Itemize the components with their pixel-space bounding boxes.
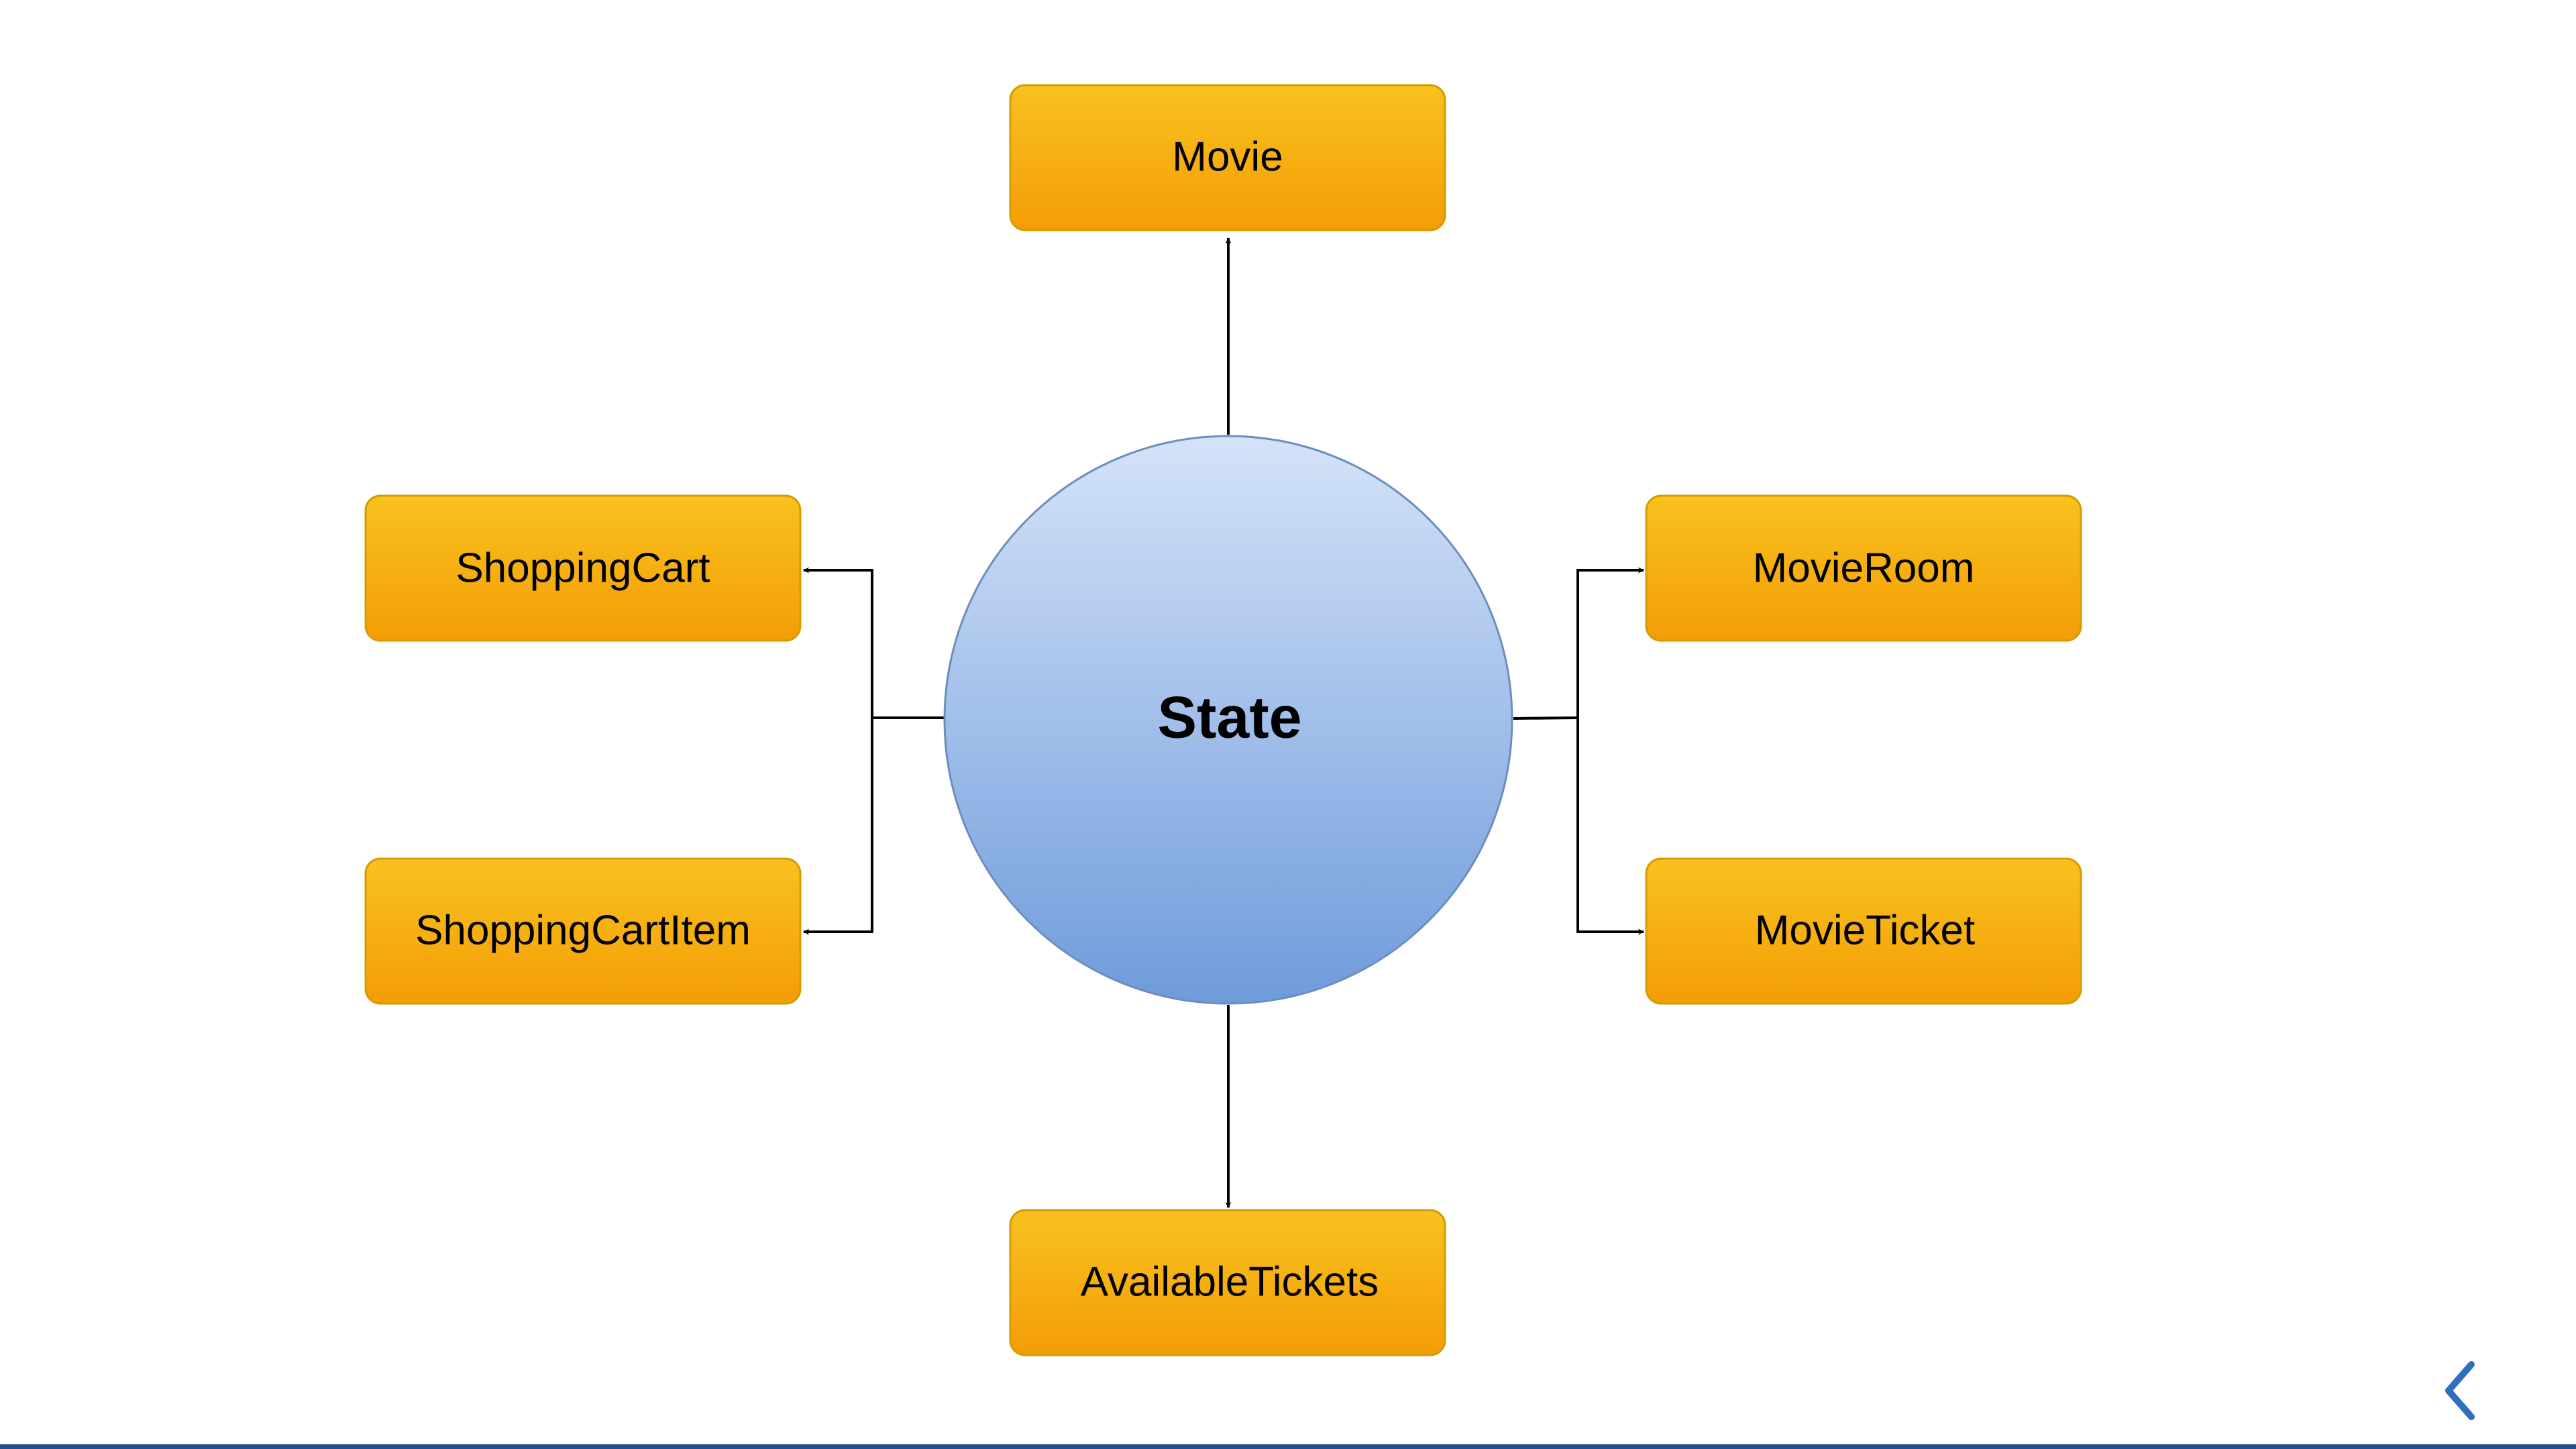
state-label: State [1157,684,1301,750]
node-movie-box [1009,84,1446,231]
chevron-left-icon [2445,1361,2475,1420]
node-movie-ticket: MovieTicket [1645,857,2082,1005]
node-available-tickets-label: AvailableTickets [1081,1258,1379,1305]
node-movie-room-box [1645,494,2082,642]
edge-state-to-shopping-cart-item [803,718,873,935]
node-movie-room: MovieRoom [1645,494,2082,642]
edge-state-to-shopping-cart [803,567,873,718]
state-node: State [943,435,1513,1005]
node-movie-room-label: MovieRoom [1753,545,1975,591]
edges [803,237,1644,1208]
node-movie-ticket-box [1645,857,2082,1005]
node-movie: Movie [1009,84,1446,231]
node-movie-ticket-label: MovieTicket [1755,907,1975,953]
node-available-tickets-box [1009,1209,1446,1356]
edge-state-to-movie-room [1576,567,1644,718]
node-shopping-cart-item-box [364,857,802,1005]
node-shopping-cart-box [364,494,802,642]
node-available-tickets: AvailableTickets [1009,1209,1446,1356]
node-shopping-cart-item: ShoppingCartItem [364,857,802,1005]
node-shopping-cart: ShoppingCart [364,494,802,642]
previous-slide-button[interactable] [2430,1354,2494,1428]
edge-state-to-movie-ticket [1576,718,1644,935]
node-movie-label: Movie [1172,133,1283,180]
bottom-progress-bar [0,1444,2576,1449]
node-shopping-cart-label: ShoppingCart [455,545,710,591]
state-circle [943,435,1513,1005]
node-shopping-cart-item-label: ShoppingCartItem [415,907,751,953]
